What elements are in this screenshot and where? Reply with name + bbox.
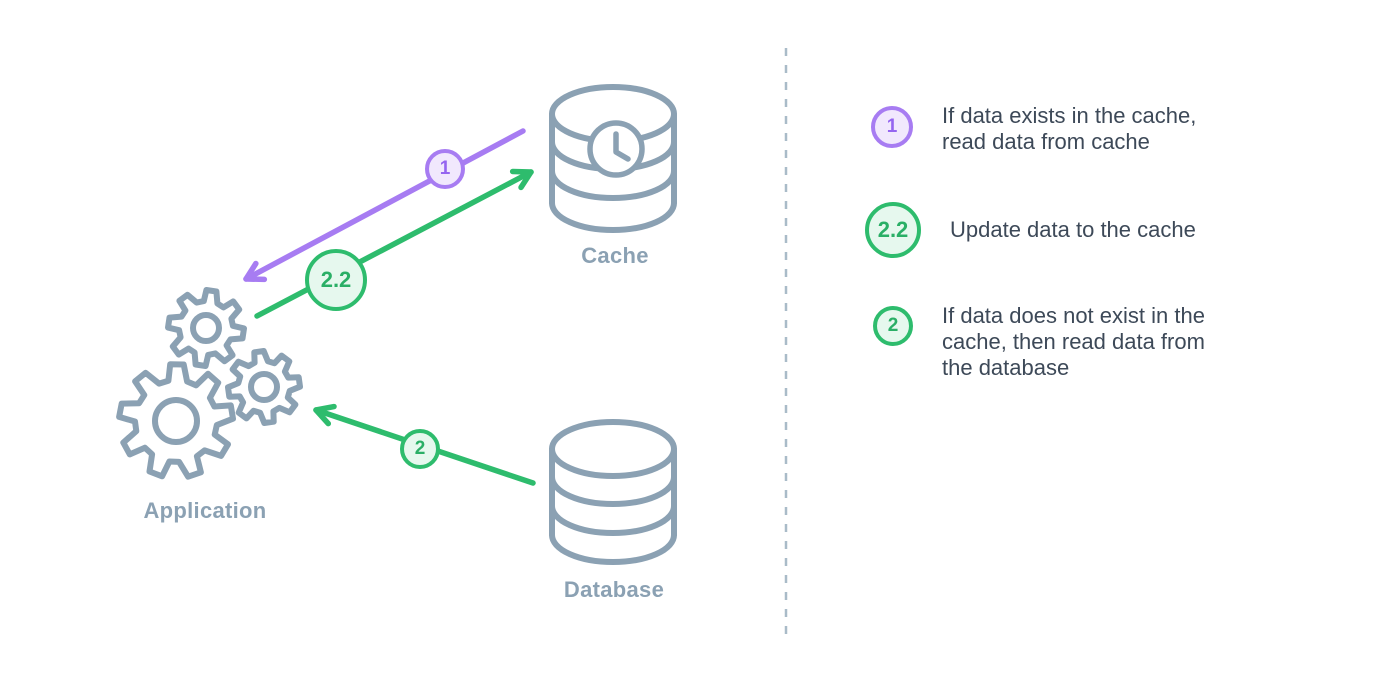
flow22-badge: 2.2 [305, 249, 367, 311]
flow2-badge: 2 [400, 429, 440, 469]
cache-label: Cache [581, 243, 649, 268]
cache-clock-icon [587, 120, 645, 178]
database-icon [549, 419, 677, 565]
legend-text-1: If data exists in the cache, read data f… [942, 103, 1197, 154]
flow1-badge: 1 [425, 149, 465, 189]
cache-icon [549, 84, 677, 233]
legend-badge-2-2: 2.2 [865, 202, 921, 258]
application-gears-icon [116, 287, 303, 480]
database-label: Database [563, 577, 665, 602]
legend-text-2-2: Update data to the cache [950, 217, 1196, 242]
legend-badge-2: 2 [873, 306, 913, 346]
legend-badge-1: 1 [871, 106, 913, 148]
flow1-arrow-cache-to-application [243, 128, 526, 283]
legend-text-2: If data does not exist in the cache, the… [942, 303, 1205, 380]
application-label: Application [143, 498, 267, 523]
flow22-arrow-application-to-cache [254, 168, 534, 319]
